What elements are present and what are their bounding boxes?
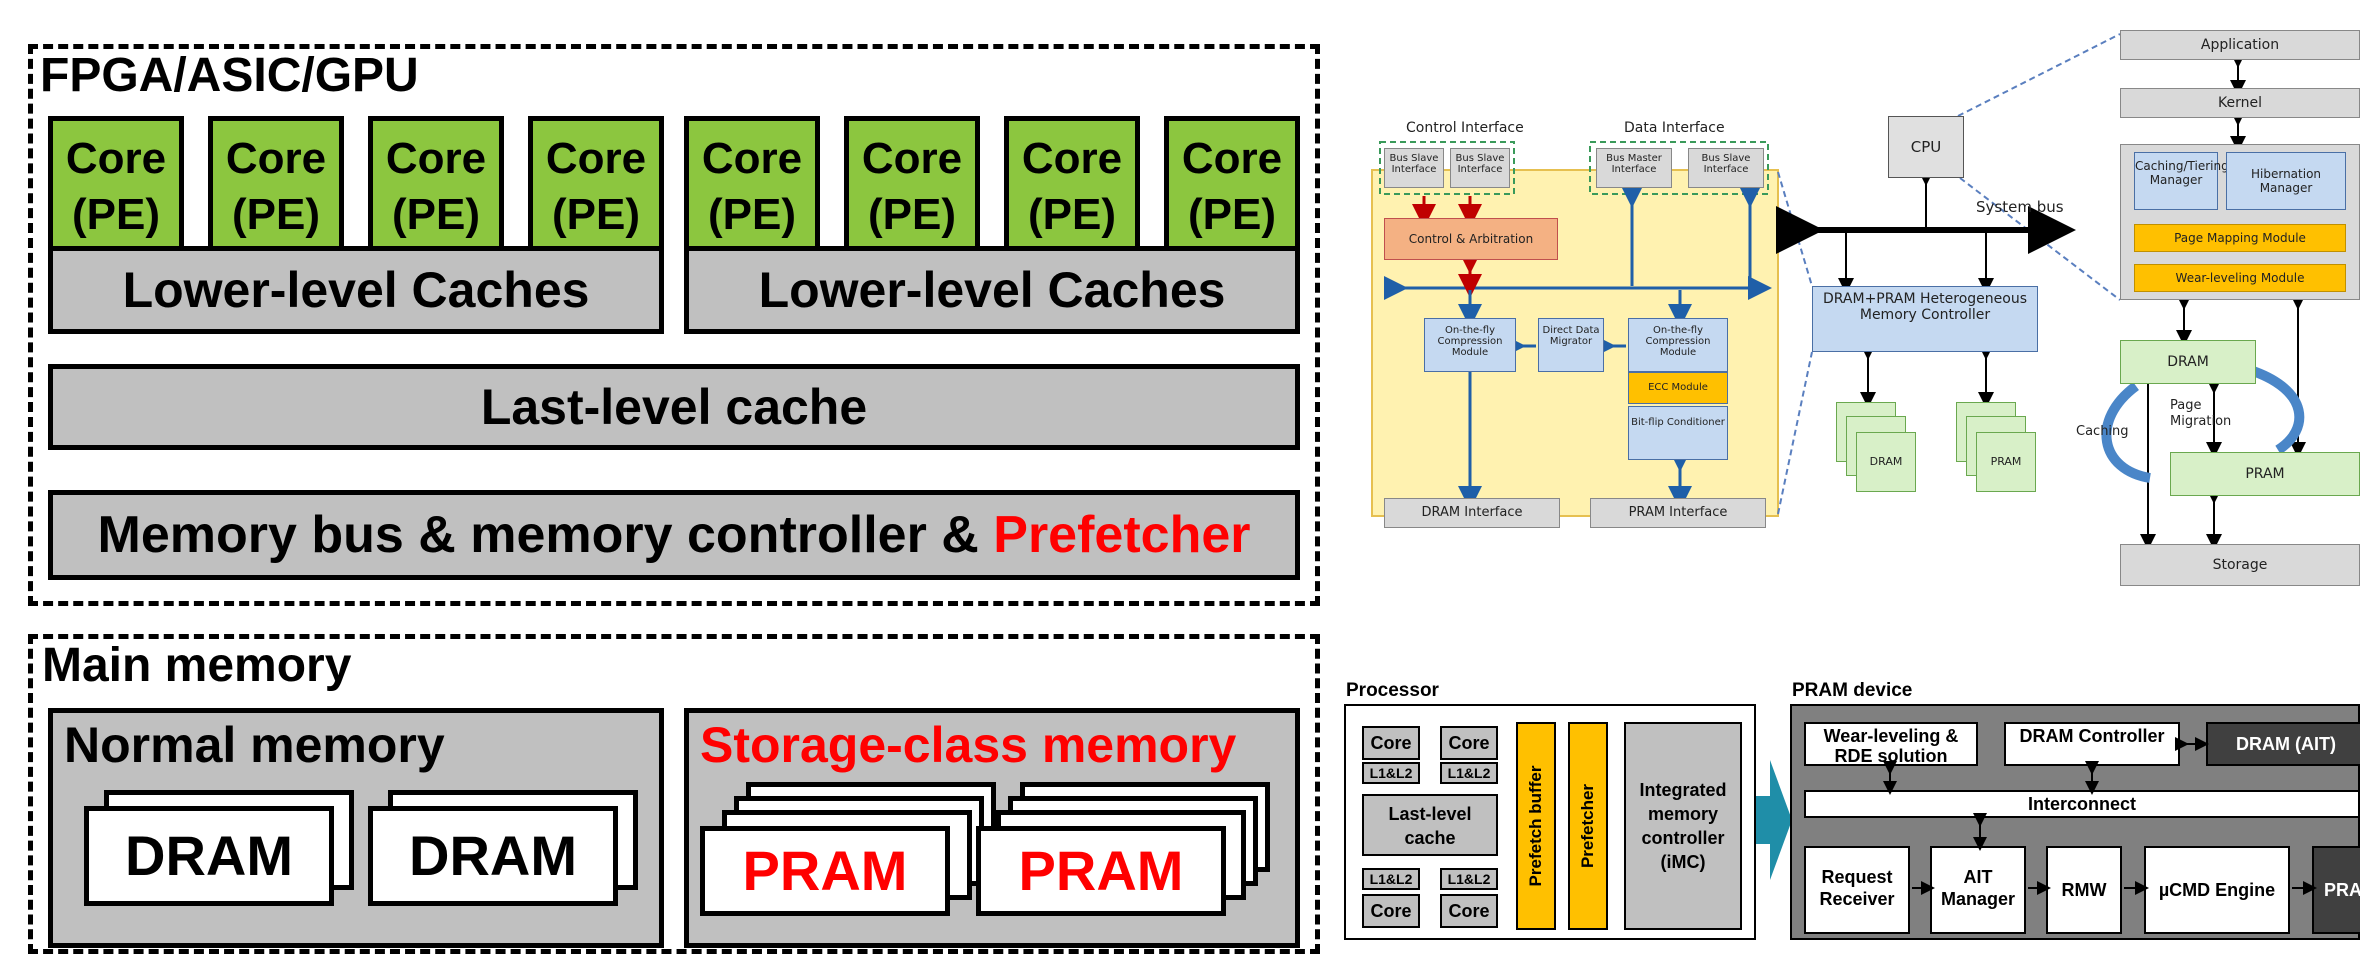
otf-compression-module: On-the-fly Compression Module (1628, 318, 1728, 372)
rmw: RMW (2046, 846, 2122, 934)
l1l2-box: L1&L2 (1440, 762, 1498, 784)
wear-leveling-rde: Wear-leveling & RDE solution (1804, 722, 1978, 766)
fpga-title: FPGA/ASIC/GPU (40, 49, 419, 102)
dram-node: DRAM (2120, 340, 2256, 384)
pram-device-label: PRAM device (1792, 680, 1913, 701)
pram-device-connectors (1883, 737, 2317, 895)
caching-label: Caching (2076, 424, 2129, 439)
wear-leveling-module: Wear-leveling Module (2134, 264, 2346, 292)
interconnect: Interconnect (1804, 790, 2360, 818)
page-migration-label: Page Migration (2170, 398, 2232, 429)
page-mapping-module: Page Mapping Module (2134, 224, 2346, 252)
dram-controller: DRAM Controller (2004, 722, 2180, 766)
core-pe: Core(PE) (1164, 116, 1300, 256)
core-box: Core (1440, 894, 1498, 928)
pram-module: PRAM (1976, 432, 2036, 492)
scm-label: Storage-class memory (700, 717, 1237, 773)
processor-label: Processor (1346, 680, 1439, 701)
l1l2-box: L1&L2 (1362, 868, 1420, 890)
lower-level-caches: Lower-level Caches (684, 246, 1300, 334)
bus-slave-interface: Bus Slave Interface (1384, 148, 1444, 188)
caching-tiering-manager: Caching/Tiering Manager (2134, 152, 2229, 210)
bus-slave-interface: Bus Slave Interface (1688, 148, 1764, 188)
prefetch-buffer: Prefetch buffer (1516, 722, 1556, 930)
control-arbitration: Control & Arbitration (1384, 218, 1558, 260)
bitflip-conditioner: Bit-flip Conditioner (1628, 406, 1728, 460)
control-interface-label: Control Interface (1406, 120, 1524, 136)
prefetcher: Prefetcher (1568, 722, 1608, 930)
pram-chip-dark: PRAM (2312, 846, 2360, 934)
hibernation-manager: Hibernation Manager (2226, 152, 2346, 210)
dram-chip: DRAM (84, 806, 334, 906)
ucmd-engine: µCMD Engine (2144, 846, 2290, 934)
pram-node: PRAM (2170, 452, 2360, 496)
otf-compression-module: On-the-fly Compression Module (1424, 318, 1516, 372)
last-level-cache: Last-level cache (48, 364, 1300, 450)
bus-master-interface: Bus Master Interface (1596, 148, 1672, 188)
main-memory-title: Main memory (42, 639, 352, 692)
core-box: Core (1440, 726, 1498, 760)
heterogeneous-memory-controller: DRAM+PRAM Heterogeneous Memory Controlle… (1812, 286, 2038, 352)
processor-to-pram-arrow (1756, 760, 1792, 880)
direct-data-migrator: Direct Data Migrator (1538, 318, 1604, 372)
pram-chip: PRAM (700, 826, 950, 916)
lower-level-caches: Lower-level Caches (48, 246, 664, 334)
storage-layer: Storage (2120, 544, 2360, 586)
kernel-layer: Kernel (2120, 88, 2360, 118)
normal-memory-label: Normal memory (64, 717, 445, 773)
core-pe: Core(PE) (208, 116, 344, 256)
data-interface-label: Data Interface (1624, 120, 1725, 136)
cpu-box: CPU (1888, 116, 1964, 178)
core-pe: Core(PE) (528, 116, 664, 256)
pram-chip: PRAM (976, 826, 1226, 916)
core-box: Core (1362, 894, 1420, 928)
dram-module: DRAM (1856, 432, 1916, 492)
memory-bus-controller-prefetcher: Memory bus & memory controller & Prefetc… (48, 490, 1300, 580)
request-receiver: Request Receiver (1804, 846, 1910, 934)
dram-ait: DRAM (AIT) (2206, 722, 2360, 766)
dram-chip: DRAM (368, 806, 618, 906)
l1l2-box: L1&L2 (1362, 762, 1420, 784)
l1l2-box: L1&L2 (1440, 868, 1498, 890)
core-box: Core (1362, 726, 1420, 760)
system-bus-label: System bus (1976, 198, 2064, 216)
core-pe: Core(PE) (48, 116, 184, 256)
ecc-module: ECC Module (1628, 372, 1728, 404)
application-layer: Application (2120, 30, 2360, 60)
last-level-cache-box: Last-level cache (1362, 794, 1498, 856)
integrated-memory-controller: Integrated memory controller (iMC) (1624, 722, 1742, 930)
fpga-group (28, 44, 1320, 606)
pram-interface: PRAM Interface (1590, 498, 1766, 528)
bus-slave-interface: Bus Slave Interface (1450, 148, 1510, 188)
dram-interface: DRAM Interface (1384, 498, 1560, 528)
